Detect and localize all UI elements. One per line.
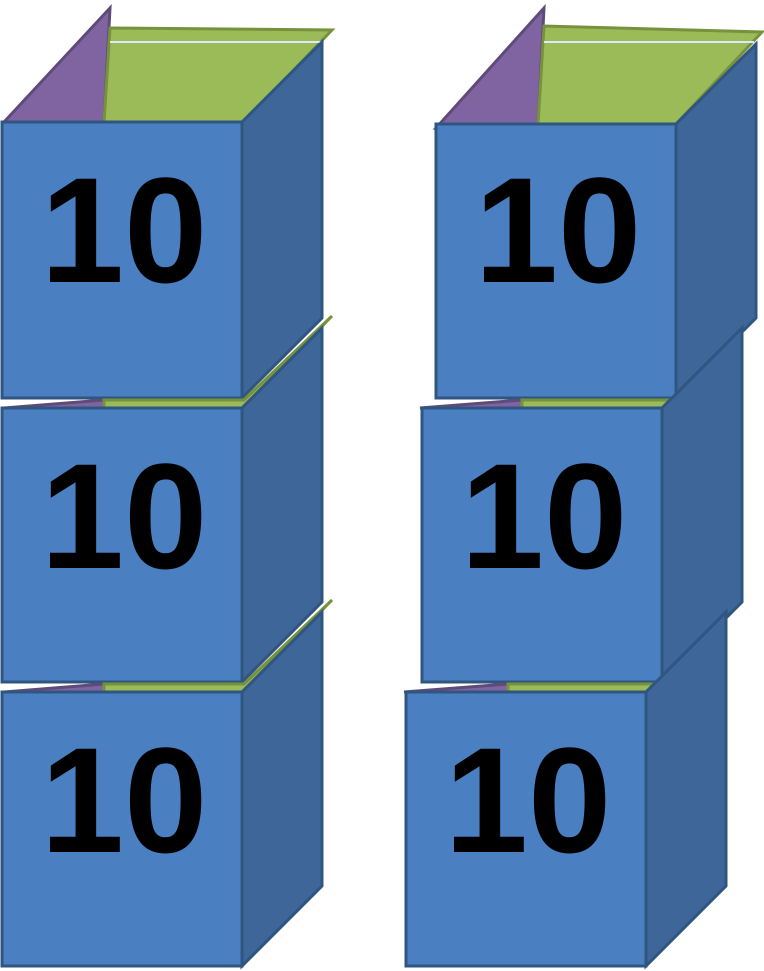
box-label: 10 [461, 432, 628, 600]
flap-purple [436, 8, 544, 128]
flap-purple [4, 8, 110, 122]
box-label: 10 [41, 146, 208, 314]
box-label: 10 [445, 716, 612, 884]
box: 10 [2, 8, 332, 398]
stack-left: 10 10 10 [2, 8, 332, 966]
box-label: 10 [41, 432, 208, 600]
box-label: 10 [475, 146, 642, 314]
box-label: 10 [41, 716, 208, 884]
stack-right: 10 10 10 [404, 8, 762, 966]
box: 10 [436, 8, 762, 398]
